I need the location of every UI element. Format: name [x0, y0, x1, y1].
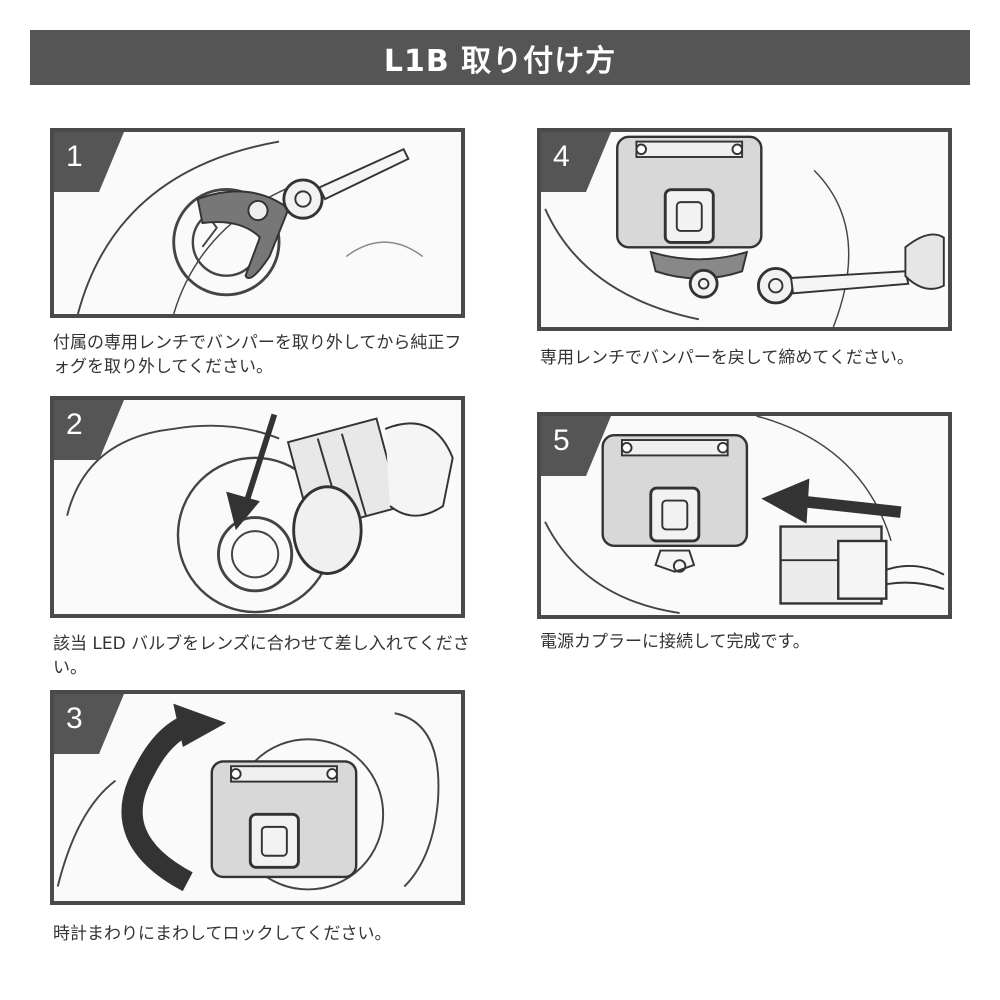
step-5-number: 5: [553, 424, 570, 457]
step-3-badge: 3: [54, 694, 124, 754]
step-5-caption: 電源カプラーに接続して完成です。: [540, 632, 810, 652]
step-2-caption: 該当 LED バルブをレンズに合わせて差し入れてください。: [53, 634, 470, 678]
step-4-badge: 4: [541, 132, 611, 192]
step-3-number: 3: [66, 702, 83, 735]
step-2-illustration: 2: [50, 396, 465, 618]
step-4-caption: 専用レンチでバンパーを戻して締めてください。: [540, 348, 914, 368]
step-3-drawing: [56, 703, 440, 892]
step-2-number: 2: [66, 408, 83, 441]
step-1-number: 1: [66, 140, 83, 173]
step-2-drawing: [66, 413, 454, 614]
step-4-illustration: 4: [537, 128, 952, 331]
page-title: L1B 取り付け方: [30, 30, 970, 85]
step-1-caption: 付属の専用レンチでバンパーを取り外してから純正フォグを取り外してください。: [53, 333, 462, 377]
step-5-illustration: 5: [537, 412, 952, 619]
step-1-illustration: 1: [50, 128, 465, 318]
step-5-badge: 5: [541, 416, 611, 476]
step-3-caption: 時計まわりにまわしてロックしてください。: [53, 924, 392, 944]
step-1-drawing: [76, 140, 424, 314]
step-2-badge: 2: [54, 400, 124, 460]
step-5-drawing: [544, 416, 945, 615]
step-4-number: 4: [553, 140, 570, 173]
step-4-drawing: [544, 135, 945, 327]
step-1-badge: 1: [54, 132, 124, 192]
step-3-illustration: 3: [50, 690, 465, 905]
